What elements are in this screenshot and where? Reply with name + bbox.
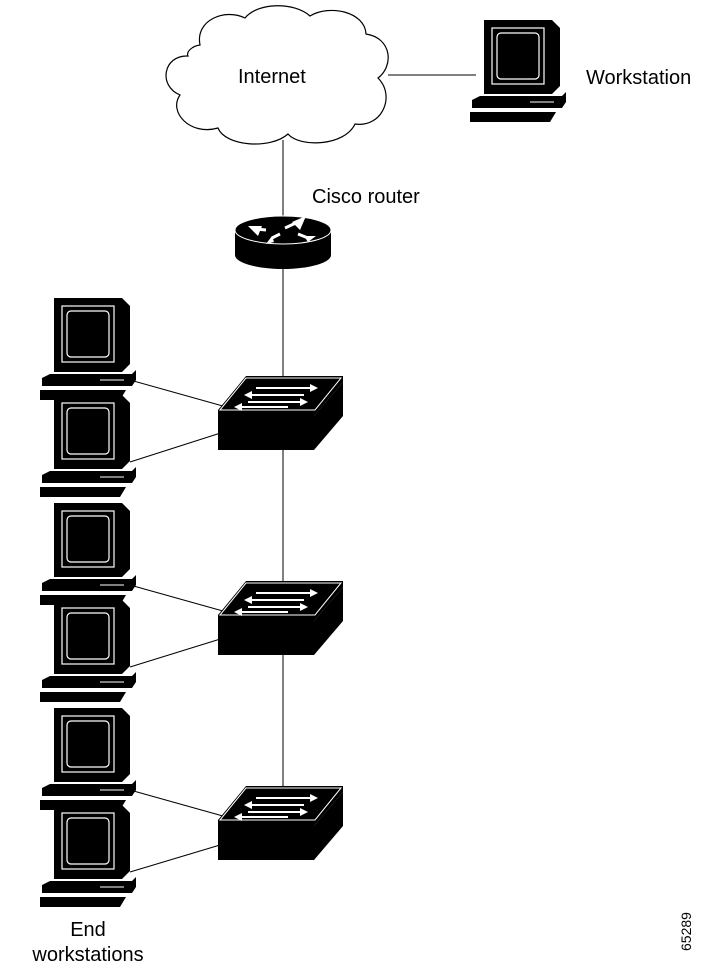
end-workstations-label-line2: workstations <box>31 944 143 966</box>
workstation-computer-icon <box>469 19 567 123</box>
workstation-computer-icon <box>39 502 137 606</box>
router-icon <box>234 215 332 269</box>
workstation-computer-icon <box>39 599 137 703</box>
connection-lines <box>129 74 476 873</box>
internet-label: Internet <box>238 66 306 88</box>
end-workstations-label-line1: End <box>70 919 106 941</box>
workstation-computer-icon <box>39 804 137 908</box>
switch-icon <box>217 375 344 451</box>
link-pc6-switch3 <box>129 841 231 873</box>
internet-cloud-icon <box>165 5 389 145</box>
workstation-computer-icon <box>39 707 137 811</box>
figure-id: 65289 <box>678 912 694 951</box>
workstation-computer-icon <box>39 394 137 498</box>
link-pc1-switch1 <box>129 379 231 409</box>
workstation-label: Workstation <box>586 67 691 89</box>
switch-icon <box>217 580 344 656</box>
link-pc3-switch2 <box>129 584 231 614</box>
switch-icon <box>217 785 344 861</box>
router-label: Cisco router <box>312 186 420 208</box>
link-pc2-switch1 <box>129 429 231 463</box>
link-pc5-switch3 <box>129 789 231 819</box>
workstation-computer-icon <box>39 297 137 401</box>
link-pc4-switch2 <box>129 635 231 668</box>
